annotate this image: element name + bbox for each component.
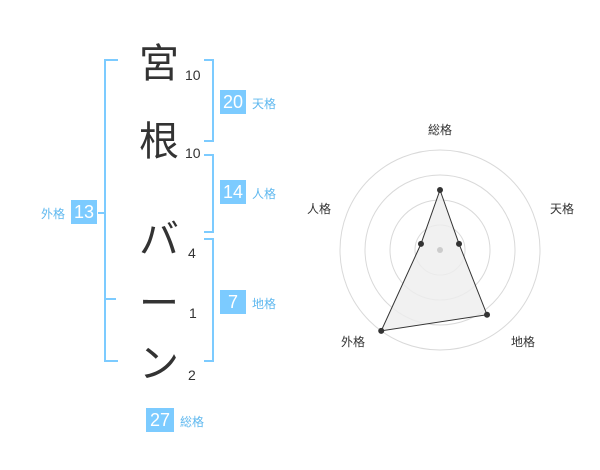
radar-score-polygon [380, 188, 488, 332]
chikaku-value: 7 [220, 290, 246, 314]
radar-label-chikaku: 地格 [510, 335, 535, 349]
radar-label-jinkaku: 人格 [306, 202, 331, 216]
stroke-count-1: 10 [185, 67, 201, 83]
name-char-2: 根 [139, 119, 179, 165]
gaikaku-bracket-divider [104, 298, 116, 300]
name-char-1: 宮 [139, 41, 179, 87]
name-char-4: ー [139, 281, 179, 327]
chikaku-bracket [204, 238, 214, 362]
gaikaku-value: 13 [71, 200, 97, 224]
stroke-count-4: 1 [189, 305, 197, 321]
jinkaku-value: 14 [220, 180, 246, 204]
gaikaku-bracket-tick [98, 212, 106, 214]
gaikaku-bracket [104, 59, 118, 362]
soukaku-value: 27 [146, 408, 174, 432]
stroke-count-5: 2 [188, 367, 196, 383]
radar-points [378, 187, 491, 334]
tenkaku-label: 天格 [252, 97, 277, 111]
stroke-count-2: 10 [185, 145, 201, 161]
radar-point-5 [417, 240, 424, 247]
name-char-5: ン [139, 341, 179, 387]
radar-point-1 [437, 187, 443, 193]
radar-point-2 [456, 240, 463, 247]
radar-point-3 [484, 311, 491, 318]
tenkaku-value: 20 [220, 90, 246, 114]
gaikaku-label: 外格 [41, 207, 66, 221]
stroke-count-3: 4 [188, 245, 196, 261]
tenkaku-bracket [204, 59, 214, 142]
radar-label-tenkaku: 天格 [549, 202, 574, 216]
soukaku-label: 総格 [180, 415, 205, 429]
jinkaku-bracket [204, 154, 214, 233]
radar-label-soukaku: 総格 [427, 123, 452, 137]
chikaku-label: 地格 [252, 297, 277, 311]
radar-ring-3 [364, 174, 516, 326]
radar-point-4 [378, 327, 385, 334]
radar-ring-4 [339, 149, 541, 351]
radar-center-dot [437, 247, 443, 253]
radar-label-gaikaku: 外格 [340, 335, 365, 349]
jinkaku-label: 人格 [252, 187, 277, 201]
name-char-3: バ [139, 217, 179, 263]
